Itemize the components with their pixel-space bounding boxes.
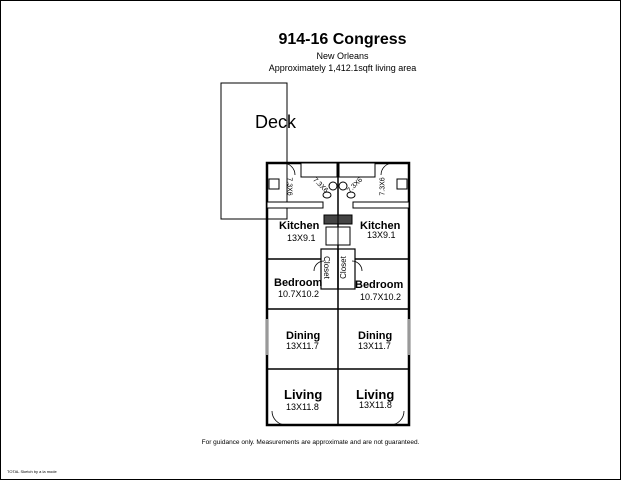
deck-outline xyxy=(220,82,288,220)
living-left-name: Living xyxy=(284,387,323,402)
living-left-dim: 13X11.8 xyxy=(286,402,319,412)
deck-label: Deck xyxy=(255,112,297,132)
dining-left-dim: 13X11.7 xyxy=(286,341,319,351)
door-swing xyxy=(271,410,287,426)
closet-right-box xyxy=(337,248,356,290)
sink-right xyxy=(346,191,356,199)
disclaimer: For guidance only. Measurements are appr… xyxy=(201,439,420,446)
toilet-right xyxy=(338,181,348,191)
closet-left-label: Closet xyxy=(321,256,331,279)
bedroom-left-name: Bedroom xyxy=(274,277,323,289)
bathtub-right xyxy=(338,162,376,178)
dining-left-name: Dining xyxy=(286,330,321,342)
kitchen-right-name: Kitchen xyxy=(360,220,401,232)
door-swing xyxy=(389,410,405,426)
dining-right-dim: 13X11.7 xyxy=(358,341,391,351)
kitchen-counter-left xyxy=(266,201,324,209)
bath-dim-right-outer: 7.3X6 xyxy=(379,177,387,196)
closet-right-label: Closet xyxy=(338,256,348,279)
water-heater-right xyxy=(396,178,408,190)
kitchen-left-dim: 13X9.1 xyxy=(287,233,316,243)
plan-city: New Orleans xyxy=(316,51,369,61)
sink-left xyxy=(322,191,332,199)
bedroom-right-dim: 10.7X10.2 xyxy=(360,292,402,302)
door-swing xyxy=(313,260,325,272)
plan-title: 914-16 Congress xyxy=(278,31,407,48)
kitchen-left-name: Kitchen xyxy=(279,220,320,232)
kitchen-right-dim: 13X9.1 xyxy=(367,230,396,240)
fridge-left xyxy=(325,226,339,246)
bath-dim-left-outer: 7.3X6 xyxy=(285,177,293,196)
door-swing xyxy=(351,260,363,272)
bedroom-right-name: Bedroom xyxy=(355,279,404,291)
door-swing xyxy=(282,162,296,176)
fridge-right xyxy=(337,226,351,246)
stove-right xyxy=(337,214,353,225)
bedroom-left-dim: 10.7X10.2 xyxy=(278,289,320,299)
dining-right-name: Dining xyxy=(358,330,393,342)
living-right-dim: 13X11.8 xyxy=(359,400,392,410)
kitchen-counter-right xyxy=(352,201,410,209)
door-swing xyxy=(380,162,394,176)
bathtub-left xyxy=(300,162,338,178)
plan-area: Approximately 1,412.1sqft living area xyxy=(268,63,417,73)
stove-left xyxy=(323,214,339,225)
software-credit: TOTAL Sketch by a la mode xyxy=(7,469,57,474)
water-heater-left xyxy=(268,178,280,190)
living-right-name: Living xyxy=(356,387,395,402)
toilet-left xyxy=(328,181,338,191)
